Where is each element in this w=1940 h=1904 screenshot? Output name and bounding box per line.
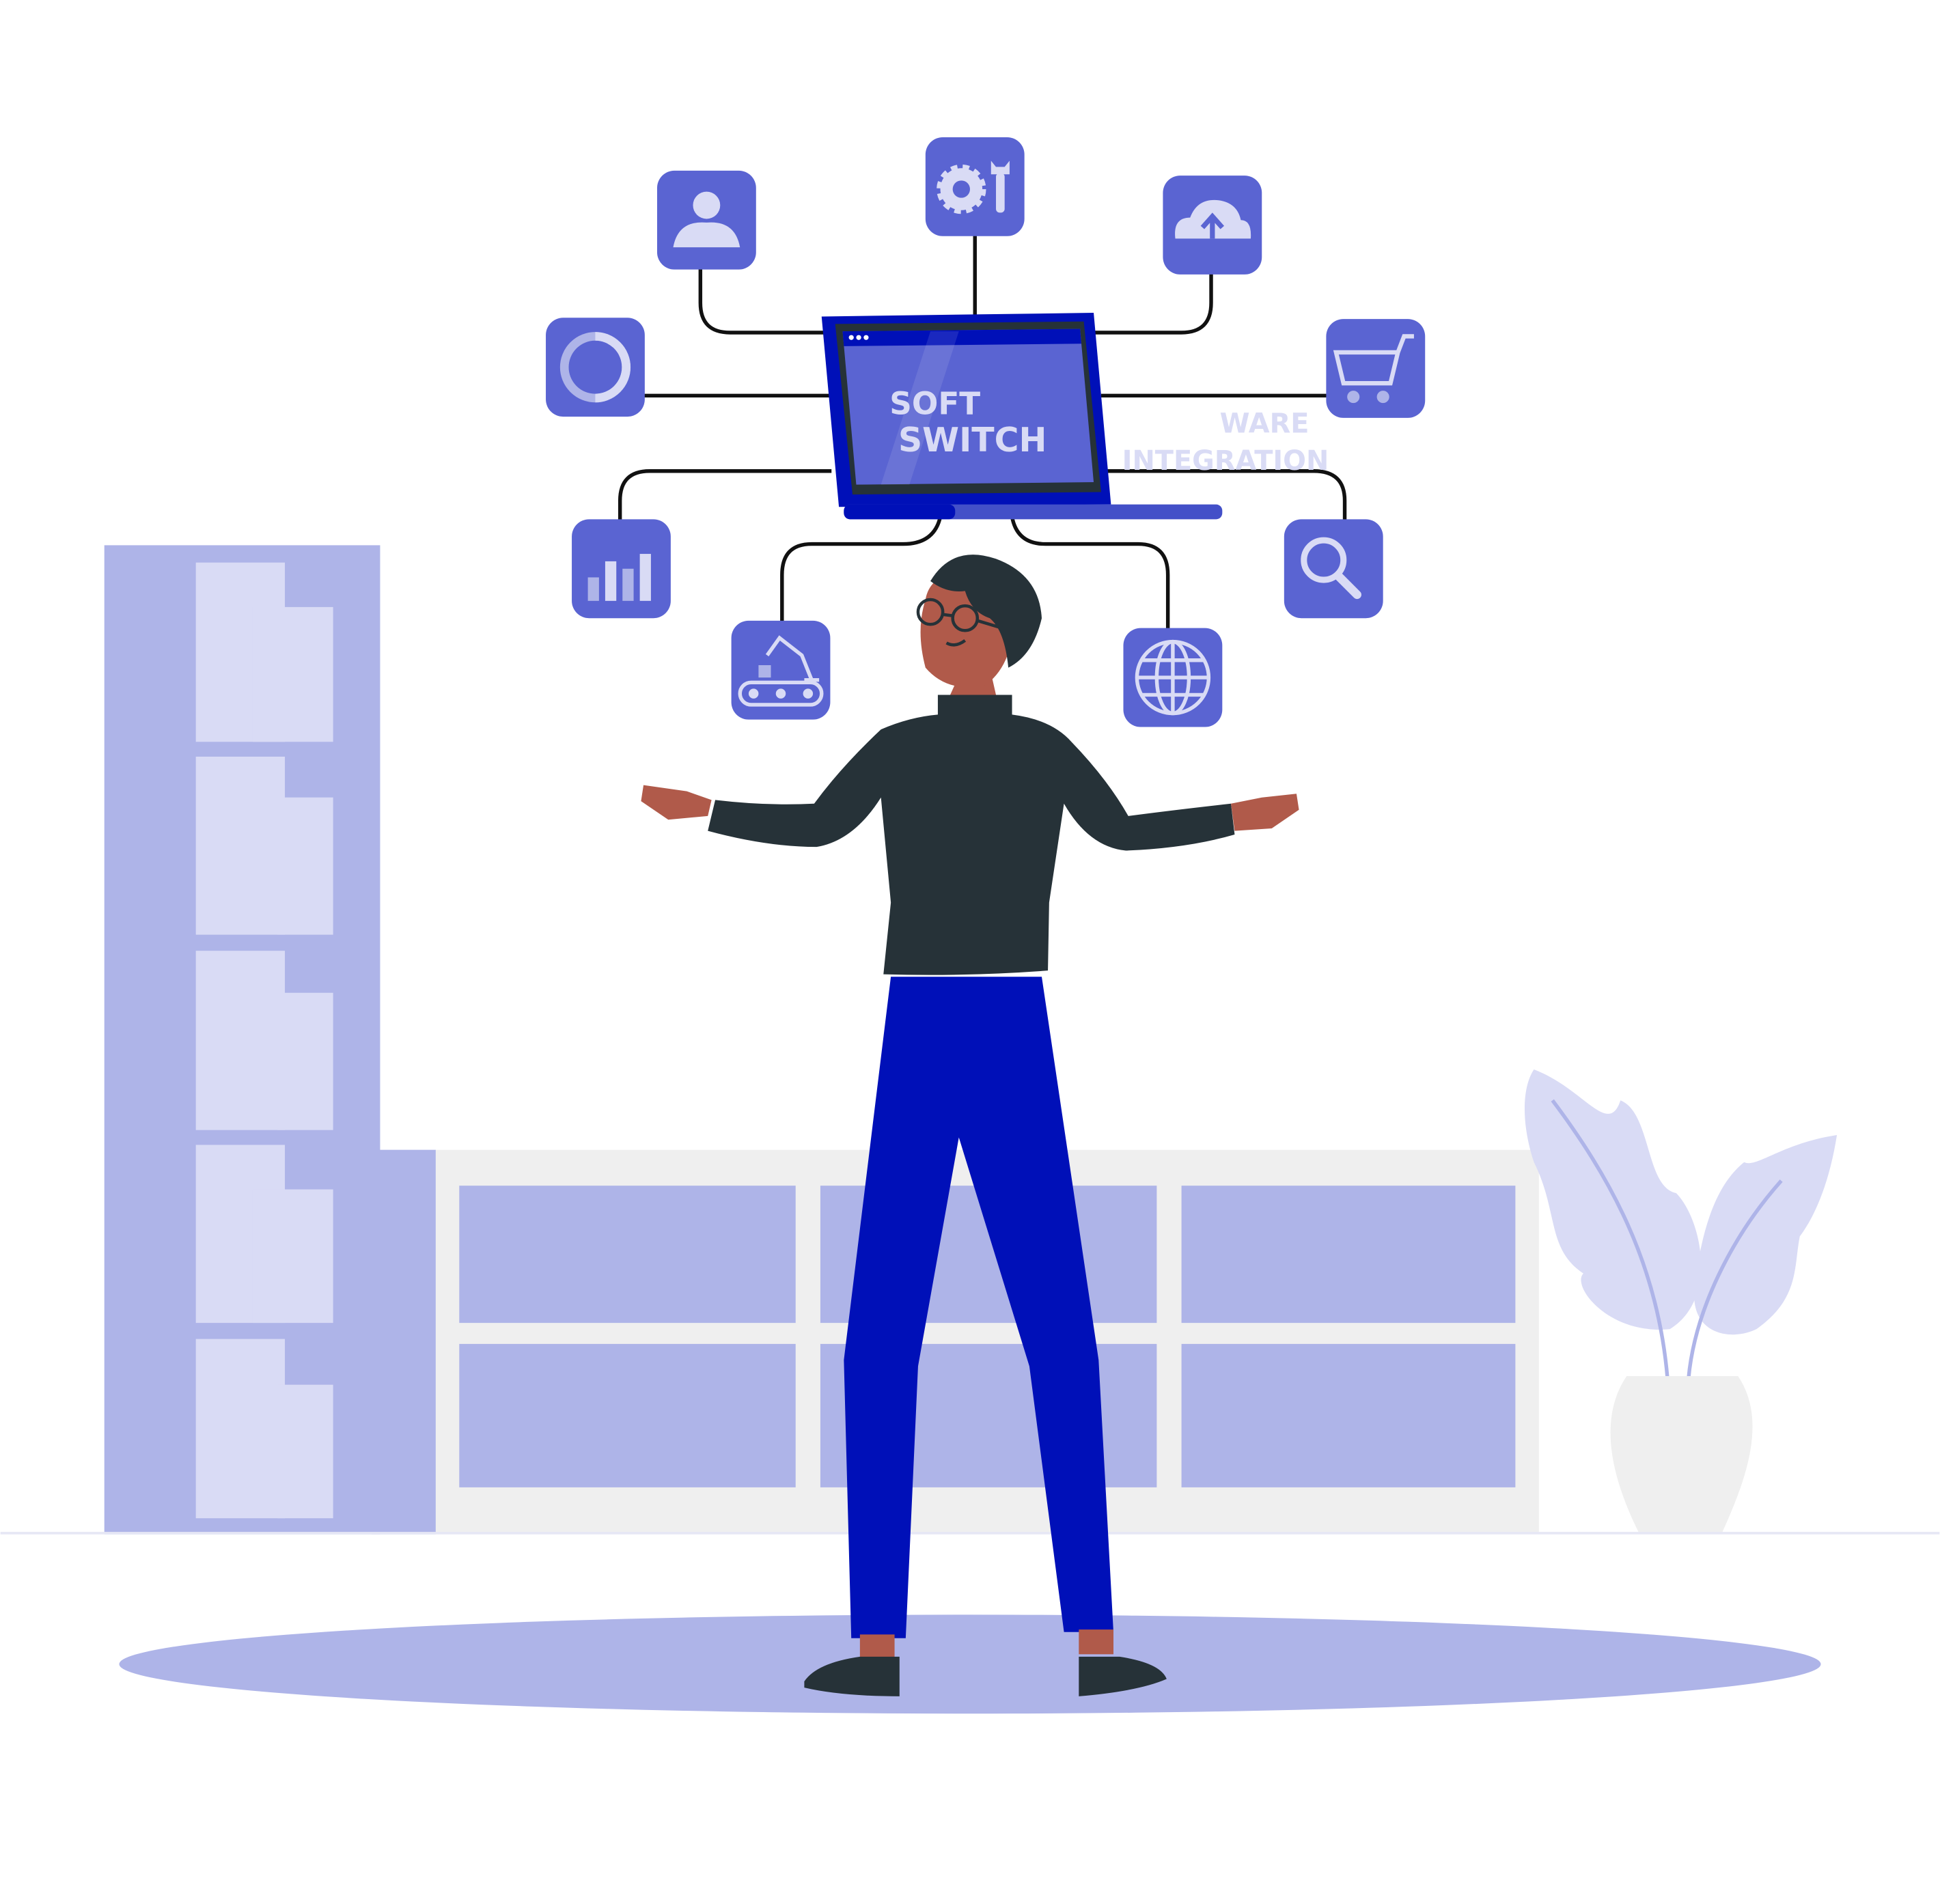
bar-chart-icon: [572, 519, 671, 619]
caption-line2: INTEGRATION: [1122, 445, 1329, 477]
connector-lines: [618, 234, 1347, 630]
plant: [1524, 1069, 1838, 1533]
gear-wrench-icon: [925, 137, 1025, 236]
user-icon: [656, 170, 756, 270]
icon-tiles: [546, 137, 1426, 727]
cloud-upload-icon: [1163, 176, 1262, 275]
caption-line1: WARE: [1220, 408, 1310, 440]
screen-title-line2: SWITCH: [898, 421, 1047, 460]
laptop: SOFT SWITCH: [821, 313, 1223, 520]
shopping-cart-icon: [1326, 319, 1426, 418]
search-icon: [1284, 519, 1383, 619]
floor-shadow: [119, 1614, 1821, 1714]
globe-icon: [1123, 628, 1223, 727]
screen-title-line1: SOFT: [889, 385, 980, 421]
person: [641, 555, 1299, 1696]
loading-ring-icon: [546, 318, 645, 417]
robot-arm-icon: [731, 620, 831, 720]
bookshelf: [104, 545, 436, 1535]
